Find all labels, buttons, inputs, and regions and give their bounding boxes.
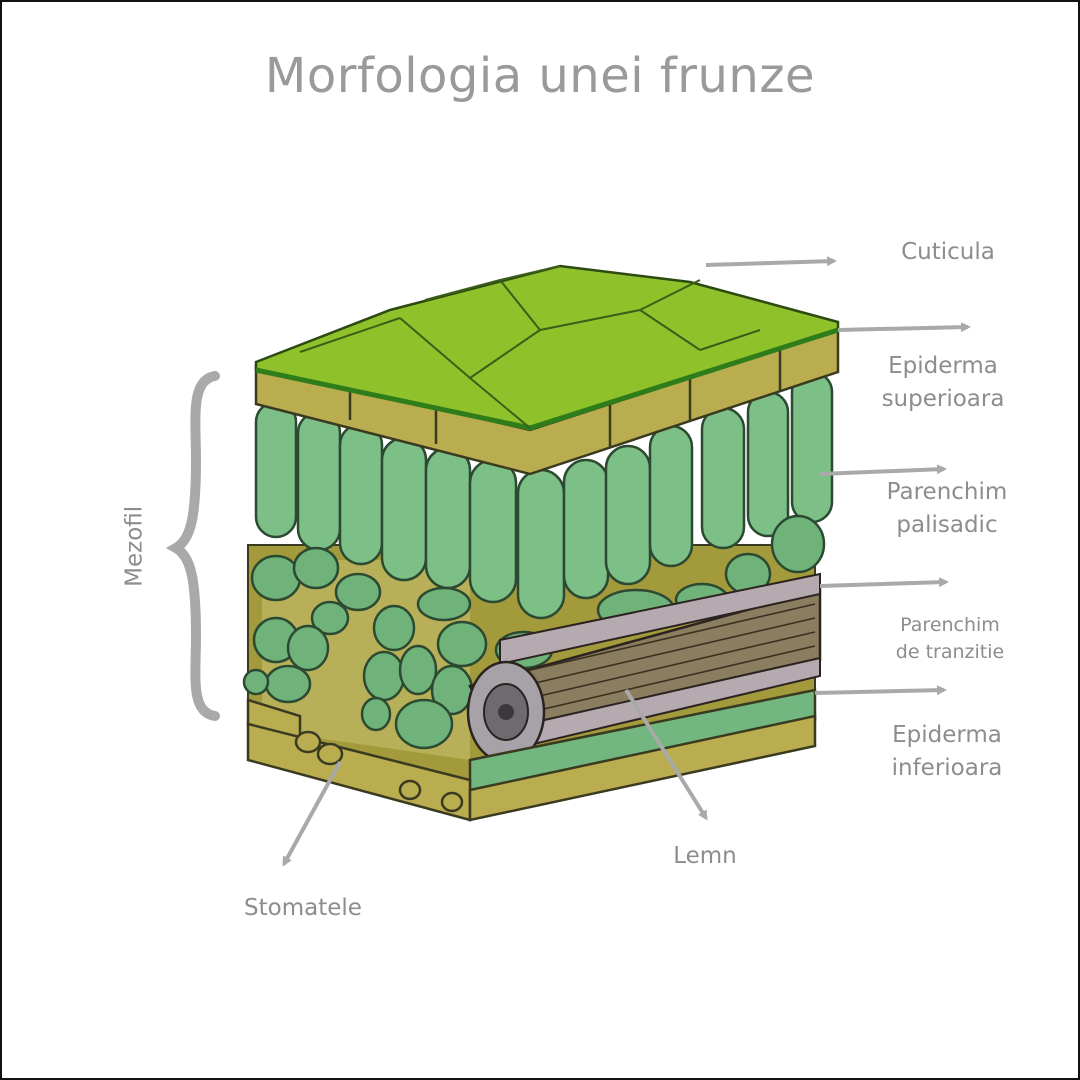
arrow-parenchim-tranzitie bbox=[819, 577, 949, 588]
lower-epidermis bbox=[246, 688, 817, 822]
label-parenchim-tranzitie: Parenchim de tranzitie bbox=[876, 612, 1024, 666]
arrow-epiderma-inferioara bbox=[814, 685, 947, 696]
label-parenchim-tranzitie-line2: de tranzitie bbox=[895, 640, 1005, 663]
arrow-stomatele bbox=[282, 761, 342, 867]
label-arrows bbox=[282, 256, 971, 867]
label-parenchim-tranzitie-line1: Parenchim bbox=[900, 614, 1000, 636]
spongy-cells bbox=[242, 514, 826, 750]
label-epiderma-superioara-line2: superioara bbox=[881, 385, 1005, 412]
label-cuticula: Cuticula bbox=[901, 239, 995, 265]
label-epiderma-inferioara-line1: Epiderma bbox=[892, 722, 1002, 748]
arrow-cuticula bbox=[705, 256, 837, 267]
label-epiderma-superioara: Epiderma superioara bbox=[862, 350, 1024, 415]
leaf-illustration bbox=[242, 264, 840, 822]
label-parenchim-palisadic: Parenchim palisadic bbox=[862, 476, 1032, 541]
label-mezofil: Mezofil bbox=[121, 505, 148, 587]
diagram-title: Morfologia unei frunze bbox=[264, 48, 816, 104]
arrow-lemn bbox=[624, 688, 708, 821]
cuticle bbox=[254, 264, 840, 431]
label-epiderma-inferioara: Epiderma inferioara bbox=[866, 719, 1028, 784]
label-stomatele: Stomatele bbox=[244, 895, 362, 921]
label-epiderma-inferioara-line2: inferioara bbox=[891, 754, 1003, 781]
mezofil-brace bbox=[165, 371, 220, 721]
arrow-parenchim-palisadic bbox=[819, 464, 947, 476]
label-epiderma-superioara-line1: Epiderma bbox=[888, 353, 998, 379]
label-lemn: Lemn bbox=[673, 843, 737, 869]
label-parenchim-palisadic-line1: Parenchim bbox=[886, 479, 1008, 505]
label-parenchim-palisadic-line2: palisadic bbox=[896, 511, 998, 538]
arrow-epiderma-superioara bbox=[837, 322, 971, 333]
